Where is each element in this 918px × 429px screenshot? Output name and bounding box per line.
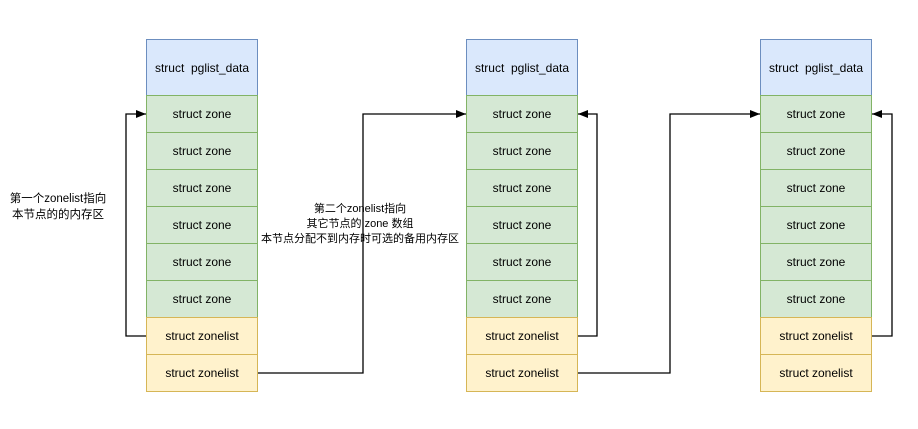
zonelist-cell: struct zonelist bbox=[146, 354, 258, 392]
zonelist-cell: struct zonelist bbox=[760, 354, 872, 392]
pglist-data-header: struct pglist_data bbox=[146, 39, 258, 96]
node-2: struct pglist_data struct zone struct zo… bbox=[466, 39, 578, 392]
zone-cell: struct zone bbox=[146, 206, 258, 244]
annotation-first-zonelist: 第一个zonelist指向 本节点的的内存区 bbox=[2, 191, 114, 223]
zone-cell: struct zone bbox=[466, 169, 578, 207]
zone-cell: struct zone bbox=[146, 280, 258, 318]
arrow-node2-zonelist1-to-node2-zone1 bbox=[578, 110, 598, 337]
annotation-line: 第一个zonelist指向 bbox=[9, 193, 107, 205]
zone-cell: struct zone bbox=[760, 243, 872, 281]
annotation-line: 本节点的的内存区 bbox=[12, 209, 104, 221]
zone-cell: struct zone bbox=[466, 95, 578, 133]
zone-cell: struct zone bbox=[146, 95, 258, 133]
annotation-line: 本节点分配不到内存时可选的备用内存区 bbox=[261, 233, 459, 245]
annotation-second-zonelist: 第二个zonelist指向 其它节点的 zone 数组 本节点分配不到内存时可选… bbox=[252, 202, 468, 247]
zone-cell: struct zone bbox=[466, 206, 578, 244]
zonelist-cell: struct zonelist bbox=[146, 317, 258, 355]
arrow-node2-zonelist2-to-node3-zone1 bbox=[578, 110, 760, 374]
zone-cell: struct zone bbox=[466, 132, 578, 170]
arrow-node3-zonelist1-to-node3-zone1 bbox=[872, 110, 893, 337]
zone-cell: struct zone bbox=[466, 280, 578, 318]
annotation-line: 其它节点的 zone 数组 bbox=[306, 218, 414, 230]
zone-cell: struct zone bbox=[466, 243, 578, 281]
zonelist-cell: struct zonelist bbox=[466, 317, 578, 355]
zone-cell: struct zone bbox=[760, 169, 872, 207]
zone-cell: struct zone bbox=[760, 280, 872, 318]
pglist-data-header: struct pglist_data bbox=[760, 39, 872, 96]
zone-cell: struct zone bbox=[760, 132, 872, 170]
zone-cell: struct zone bbox=[146, 169, 258, 207]
zone-cell: struct zone bbox=[146, 132, 258, 170]
zonelist-cell: struct zonelist bbox=[466, 354, 578, 392]
pglist-data-header: struct pglist_data bbox=[466, 39, 578, 96]
zone-cell: struct zone bbox=[760, 206, 872, 244]
zonelist-cell: struct zonelist bbox=[760, 317, 872, 355]
zone-cell: struct zone bbox=[146, 243, 258, 281]
node-3: struct pglist_data struct zone struct zo… bbox=[760, 39, 872, 392]
arrow-node1-zonelist1-to-node1-zone1 bbox=[125, 110, 146, 337]
annotation-line: 第二个zonelist指向 bbox=[313, 203, 407, 215]
zone-cell: struct zone bbox=[760, 95, 872, 133]
node-1: struct pglist_data struct zone struct zo… bbox=[146, 39, 258, 392]
